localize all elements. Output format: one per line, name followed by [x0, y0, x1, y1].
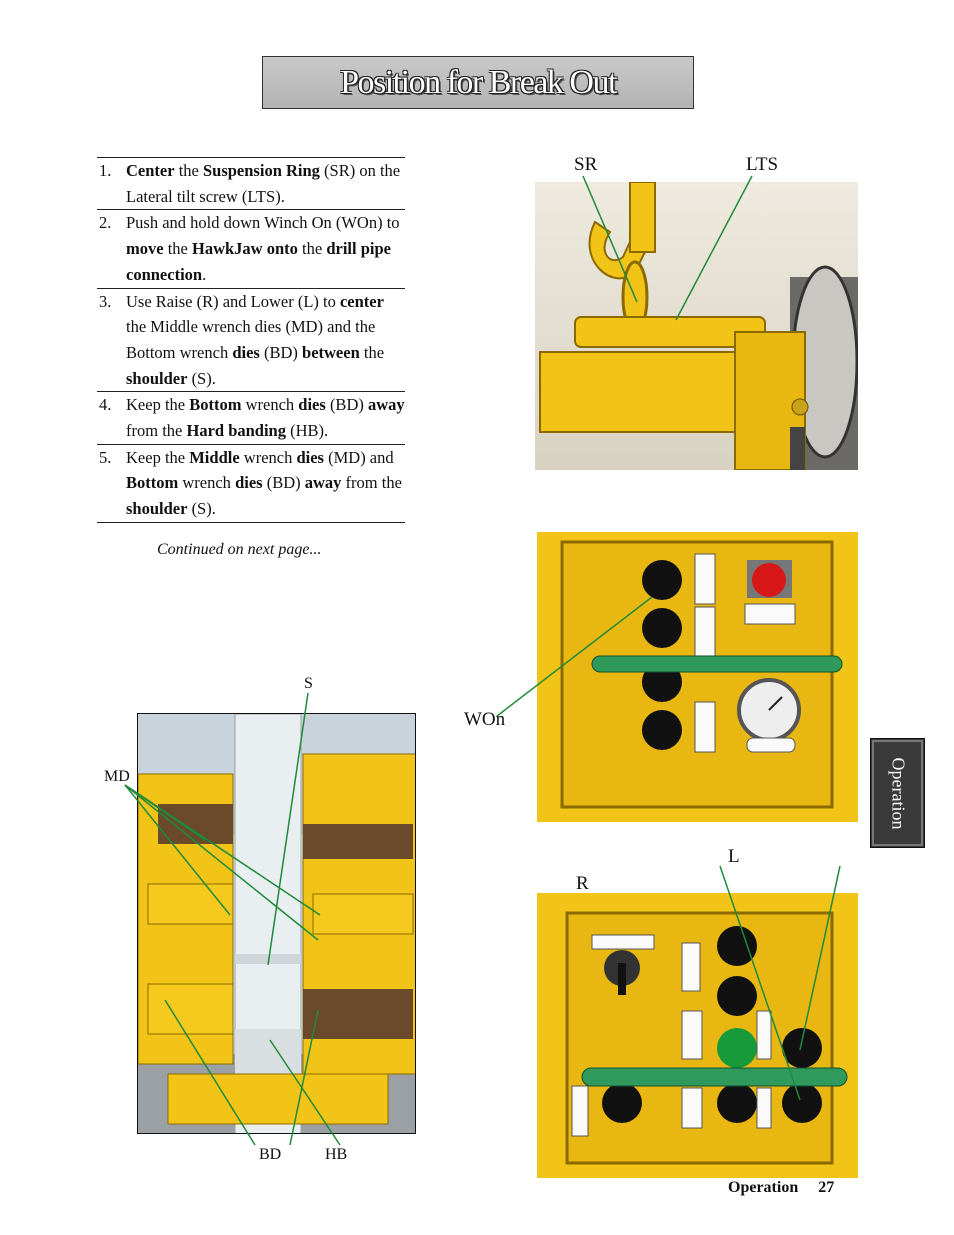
grip-release-button[interactable] — [717, 1083, 757, 1123]
control-panel-winch-illustration — [537, 532, 858, 822]
title-banner: Position for Break Out — [262, 56, 694, 109]
photo-suspension-ring — [535, 182, 858, 470]
page-number: 27 — [818, 1179, 835, 1196]
label-s: S — [304, 675, 313, 692]
step-number: 3. — [99, 291, 112, 311]
step-3: 3. Use Raise (R) and Lower (L) to center … — [97, 289, 405, 393]
label-lts: LTS — [746, 154, 779, 175]
page-footer: Operation 27 — [728, 1179, 834, 1197]
label-sr: SR — [574, 154, 598, 175]
winch-on-button[interactable] — [642, 560, 682, 600]
label-md: MD — [104, 768, 130, 785]
section-tab[interactable]: Operation — [870, 738, 925, 848]
raise-button[interactable] — [782, 1028, 822, 1068]
step-number: 5. — [99, 447, 112, 467]
emergency-stop-button[interactable] — [752, 563, 786, 597]
tilt-button[interactable] — [717, 926, 757, 966]
label-hb: HB — [325, 1146, 348, 1163]
photo-control-panel-raise-lower — [537, 893, 858, 1178]
step-text: Keep the Middle wrench dies (MD) and Bot… — [126, 447, 402, 519]
section-tab-label: Operation — [888, 757, 909, 829]
photo-control-panel-winch — [537, 532, 858, 822]
label-won: WOn — [464, 709, 506, 730]
label-bd: BD — [259, 1146, 282, 1163]
step-number: 1. — [99, 161, 112, 180]
step-number: 4. — [99, 395, 112, 415]
step-5: 5. Keep the Middle wrench dies (MD) and B… — [97, 445, 405, 523]
lower-button[interactable] — [782, 1083, 822, 1123]
hawkjaw-illustration — [138, 714, 415, 1133]
step-1: 1. Center the Suspension Ring (SR) on the… — [97, 158, 405, 211]
grip-button[interactable] — [717, 1028, 757, 1068]
control-panel-raise-lower-illustration — [537, 893, 858, 1178]
step-text: Use Raise (R) and Lower (L) to center th… — [126, 291, 385, 388]
step-text: Center the Suspension Ring (SR) on the L… — [126, 161, 401, 206]
step-text: Push and hold down Winch On (WOn) to mov… — [126, 213, 400, 284]
hold-button[interactable] — [717, 976, 757, 1016]
winch-button[interactable] — [642, 710, 682, 750]
suspension-ring-illustration — [535, 182, 858, 470]
spin-button[interactable] — [642, 608, 682, 648]
footer-section: Operation — [728, 1179, 799, 1196]
label-r: R — [576, 873, 589, 894]
label-l: L — [728, 846, 740, 867]
step-text: Keep the Bottom wrench dies (BD) away fr… — [126, 395, 405, 441]
step-4: 4. Keep the Bottom wrench dies (BD) away … — [97, 392, 405, 445]
page-title: Position for Break Out — [340, 63, 617, 101]
photo-hawkjaw-drill-pipe — [137, 713, 416, 1134]
chain-button[interactable] — [602, 1083, 642, 1123]
instruction-steps: 1. Center the Suspension Ring (SR) on the… — [97, 157, 405, 523]
step-2: 2. Push and hold down Winch On (WOn) to m… — [97, 210, 405, 289]
continued-note: Continued on next page... — [157, 541, 322, 558]
step-number: 2. — [99, 213, 112, 233]
